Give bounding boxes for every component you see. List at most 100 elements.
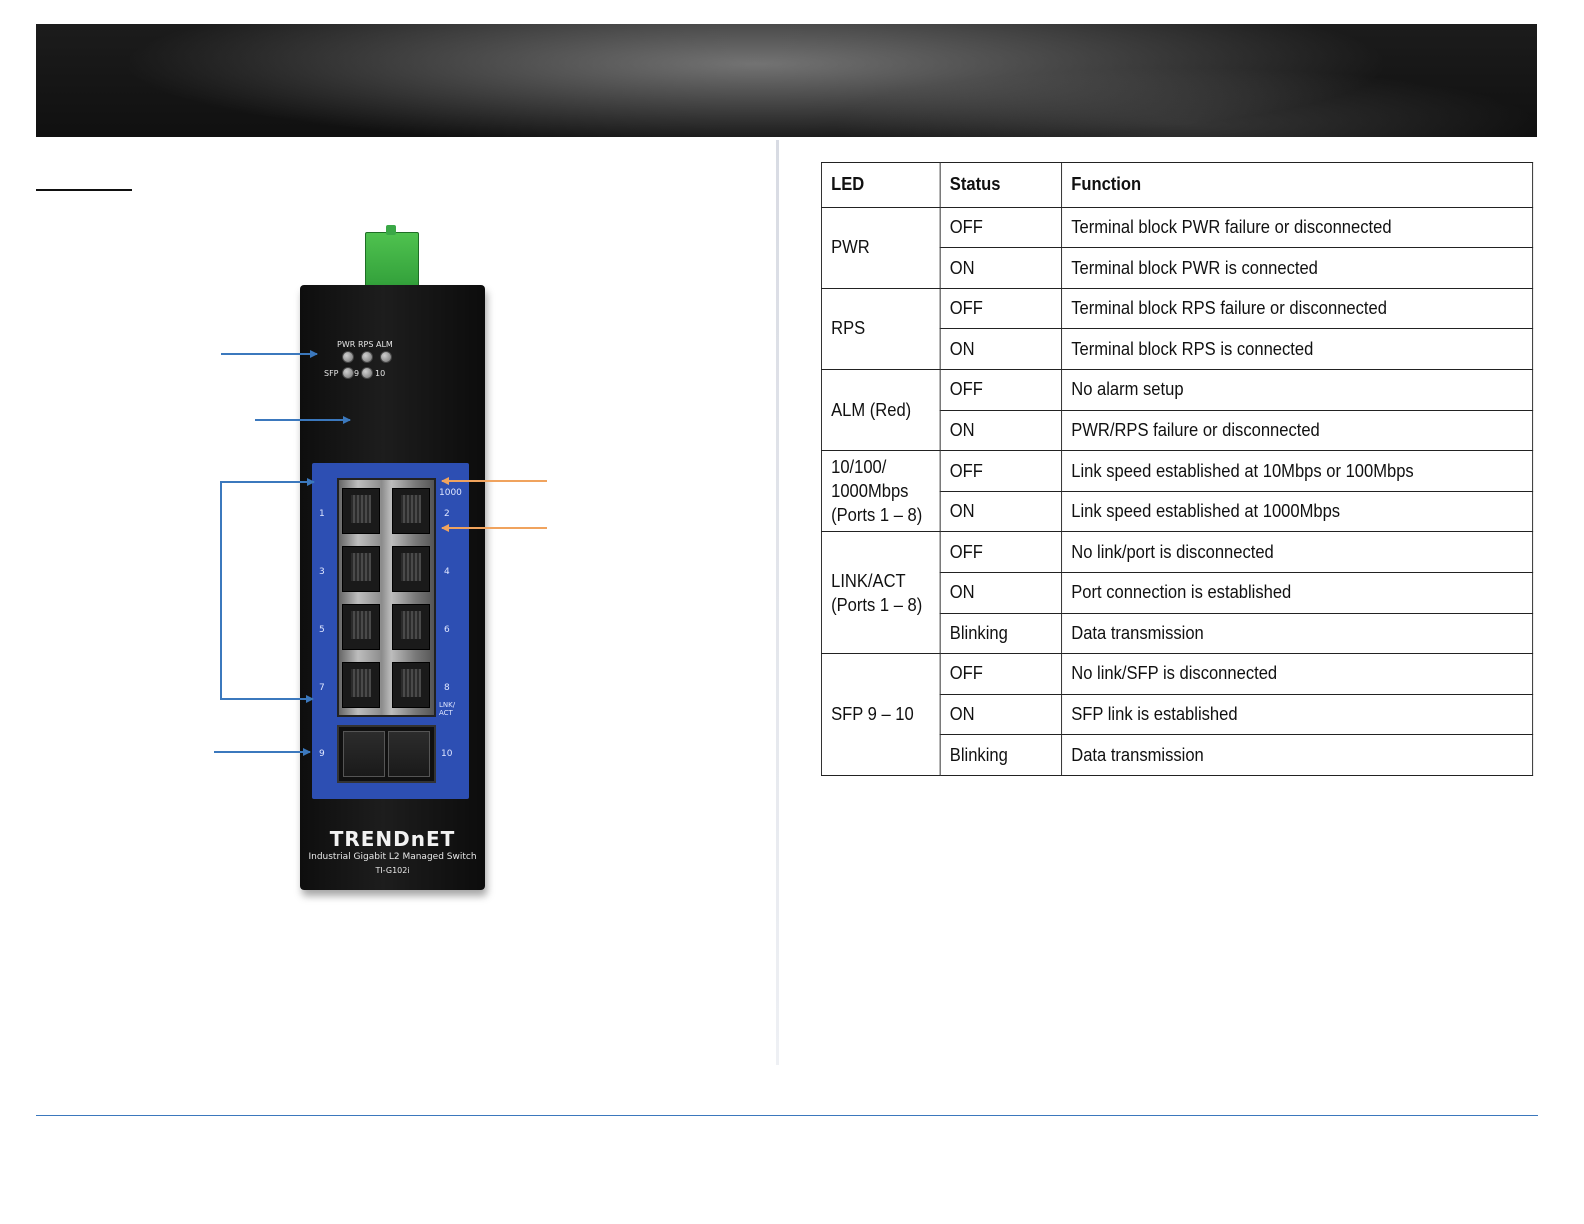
function-cell: Data transmission xyxy=(1061,612,1534,655)
switch-chassis: PWR RPS ALM SFP 9 10 xyxy=(300,285,485,890)
function-cell: No link/SFP is disconnected xyxy=(1061,653,1534,695)
port-number-1: 1 xyxy=(319,509,325,519)
column-divider xyxy=(776,140,779,1065)
function-cell: SFP link is established xyxy=(1061,693,1534,736)
port-number-8: 8 xyxy=(444,683,450,693)
link-act-label: LNK/ ACT xyxy=(439,701,456,717)
function-cell: No alarm setup xyxy=(1061,369,1534,411)
led-status-table: LED Status Function PWR OFF Terminal blo… xyxy=(821,162,1534,776)
rj45-port-4 xyxy=(392,546,430,592)
led-name-cell: 10/100/ 1000Mbps (Ports 1 – 8) xyxy=(821,450,941,533)
table-header-row: LED Status Function xyxy=(821,162,1534,208)
column-header-led: LED xyxy=(821,162,941,208)
rj45-port-6 xyxy=(392,604,430,650)
port-number-5: 5 xyxy=(319,625,325,635)
speed-led-label: 1000 xyxy=(439,488,462,498)
status-cell: Blinking xyxy=(939,734,1063,776)
table-row: Blinking Data transmission xyxy=(821,612,1534,655)
status-cell: OFF xyxy=(939,369,1063,411)
sfp10-led xyxy=(361,367,373,379)
led-name-line: 1000Mbps xyxy=(831,481,909,502)
sfp-port-9 xyxy=(343,731,385,777)
status-cell: OFF xyxy=(939,531,1063,573)
device-model: TI-G102i xyxy=(375,866,410,875)
table-row: 10/100/ 1000Mbps (Ports 1 – 8) OFF Link … xyxy=(821,450,1534,533)
led-indicator-group: PWR RPS ALM SFP 9 10 xyxy=(322,340,442,380)
port-number-10: 10 xyxy=(441,749,453,759)
header-banner xyxy=(36,24,1537,137)
sfp-port-block xyxy=(337,725,436,783)
table-row: SFP 9 – 10 OFF No link/SFP is disconnect… xyxy=(821,653,1534,776)
pwr-led xyxy=(342,351,354,363)
status-cell: ON xyxy=(939,328,1063,371)
table-row: PWR OFF Terminal block PWR failure or di… xyxy=(821,206,1534,289)
sfp-port-10 xyxy=(388,731,430,777)
terminal-block-connector xyxy=(365,225,419,294)
footer-rule xyxy=(36,1115,1538,1116)
function-cell: Terminal block RPS failure or disconnect… xyxy=(1061,287,1534,330)
table-row: LINK/ACT (Ports 1 – 8) OFF No link/port … xyxy=(821,531,1534,655)
rj45-port-1 xyxy=(342,488,380,534)
rj45-port-block xyxy=(337,478,436,717)
led-name-cell: PWR xyxy=(821,206,941,289)
function-cell: Terminal block PWR is connected xyxy=(1061,247,1534,289)
led-name-line: (Ports 1 – 8) xyxy=(831,594,923,615)
led-name-line: 10/100/ xyxy=(831,457,887,478)
alm-led xyxy=(380,351,392,363)
function-cell: PWR/RPS failure or disconnected xyxy=(1061,409,1534,452)
status-cell: ON xyxy=(939,571,1063,614)
function-cell: Link speed established at 10Mbps or 100M… xyxy=(1061,450,1534,492)
brand-logo: TRENDnET xyxy=(329,827,456,851)
table-row: ALM (Red) OFF No alarm setup xyxy=(821,369,1534,452)
port-number-4: 4 xyxy=(444,567,450,577)
led-label-sfp10: 10 xyxy=(375,369,386,378)
rj45-port-7 xyxy=(342,662,380,708)
status-cell: OFF xyxy=(939,287,1063,330)
led-name-line: LINK/ACT xyxy=(831,570,906,591)
column-header-status: Status xyxy=(939,162,1063,208)
status-cell: ON xyxy=(939,409,1063,452)
status-cell: OFF xyxy=(939,653,1063,695)
rj45-port-2 xyxy=(392,488,430,534)
led-name-cell: SFP 9 – 10 xyxy=(821,653,941,776)
led-name-cell: LINK/ACT (Ports 1 – 8) xyxy=(821,531,941,655)
port-number-3: 3 xyxy=(319,567,325,577)
led-label-sfp9: 9 xyxy=(354,369,360,378)
port-number-9: 9 xyxy=(319,749,325,759)
rj45-port-5 xyxy=(342,604,380,650)
led-label-rps: RPS xyxy=(358,340,374,349)
status-cell: ON xyxy=(939,247,1063,289)
port-number-7: 7 xyxy=(319,683,325,693)
port-number-2: 2 xyxy=(444,509,450,519)
table-row: Blinking Data transmission xyxy=(821,734,1534,776)
function-cell: Terminal block PWR failure or disconnect… xyxy=(1061,206,1534,249)
led-name-cell: ALM (Red) xyxy=(821,369,941,452)
switch-front-panel-figure: PWR RPS ALM SFP 9 10 xyxy=(200,220,560,910)
table-row: RPS OFF Terminal block RPS failure or di… xyxy=(821,287,1534,371)
table-row: ON Port connection is established xyxy=(821,571,1534,614)
led-name-line: (Ports 1 – 8) xyxy=(831,505,923,526)
section-title-rule xyxy=(36,189,132,191)
status-cell: ON xyxy=(939,490,1063,533)
rj45-port-3 xyxy=(342,546,380,592)
port-panel: 1000 1 2 3 4 5 6 7 8 LNK/ ACT 9 10 xyxy=(312,463,469,799)
port-number-6: 6 xyxy=(444,625,450,635)
function-cell: Link speed established at 1000Mbps xyxy=(1061,490,1534,533)
led-name-cell: RPS xyxy=(821,287,941,371)
status-cell: ON xyxy=(939,693,1063,736)
table-row: ON SFP link is established xyxy=(821,693,1534,736)
rps-led xyxy=(361,351,373,363)
led-label-alm: ALM xyxy=(376,340,393,349)
status-cell: Blinking xyxy=(939,612,1063,655)
device-caption: Industrial Gigabit L2 Managed Switch xyxy=(308,852,477,862)
function-cell: Terminal block RPS is connected xyxy=(1061,328,1534,371)
function-cell: Port connection is established xyxy=(1061,571,1534,614)
status-cell: OFF xyxy=(939,206,1063,249)
function-cell: Data transmission xyxy=(1061,734,1534,776)
table-row: ON Link speed established at 1000Mbps xyxy=(821,490,1534,533)
sfp9-led xyxy=(342,367,354,379)
table-row: ON PWR/RPS failure or disconnected xyxy=(821,409,1534,452)
status-cell: OFF xyxy=(939,450,1063,492)
rj45-port-8 xyxy=(392,662,430,708)
led-label-pwr: PWR xyxy=(337,340,356,349)
